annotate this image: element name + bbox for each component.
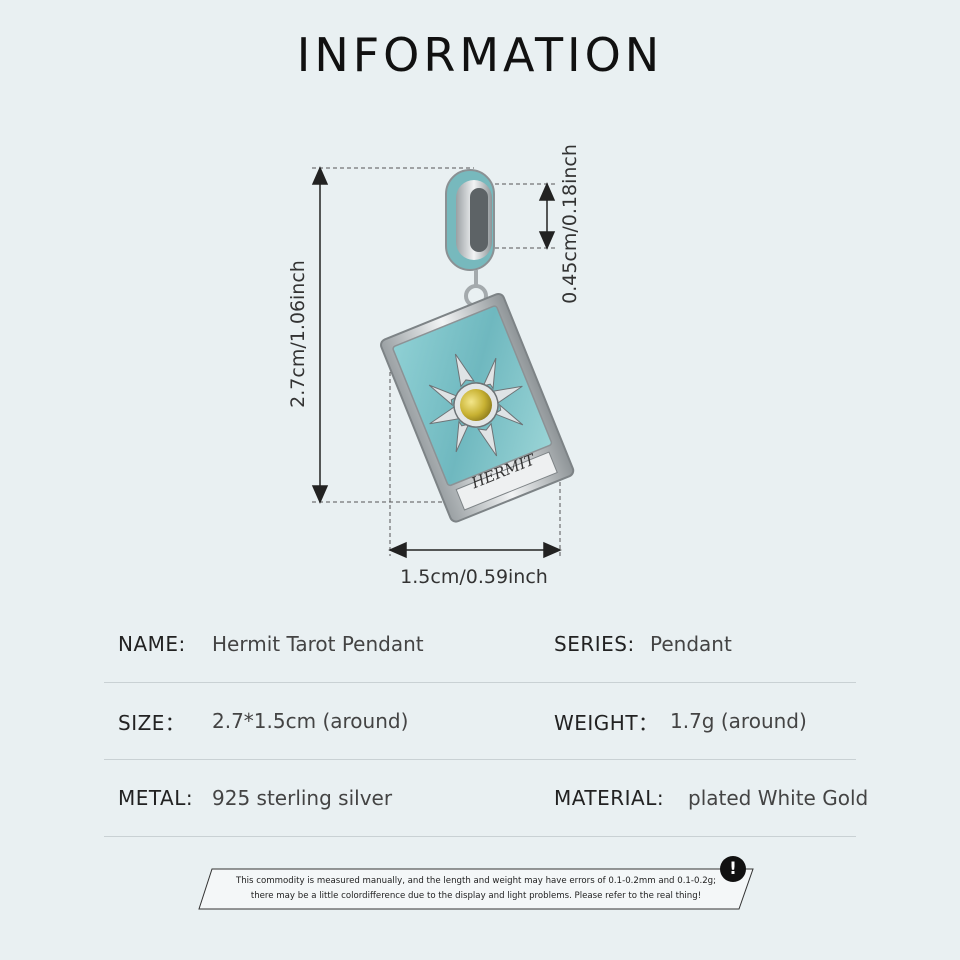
spec-value: Hermit Tarot Pendant	[212, 632, 424, 656]
bail-ring	[445, 169, 495, 271]
product-diagram: HERMIT 2.7cm/1.06inch 0.45cm/0.18inch 1.…	[287, 144, 581, 588]
width-dimension: 1.5cm/0.59inch	[400, 566, 548, 588]
disclaimer-text: This commodity is measured manually, and…	[198, 874, 754, 904]
bail-dimension: 0.45cm/0.18inch	[559, 144, 581, 304]
spec-label: MATERIAL:	[554, 786, 665, 810]
tarot-card	[380, 293, 575, 523]
spec-row-name: NAME: Hermit Tarot Pendant SERIES: Penda…	[104, 606, 856, 683]
spec-row-metal: METAL: 925 sterling silver MATERIAL: pla…	[104, 760, 868, 837]
spec-row-size: SIZE： 2.7*1.5cm (around) WEIGHT： 1.7g (a…	[104, 683, 856, 760]
spec-label: NAME:	[118, 632, 186, 656]
disclaimer-frame	[198, 868, 754, 910]
disclaimer-line-1: This commodity is measured manually, and…	[235, 876, 717, 886]
dimension-drawing: HERMIT	[311, 166, 575, 559]
spec-value: Pendant	[650, 632, 732, 656]
spec-value: 1.7g (around)	[670, 709, 807, 733]
spec-value: plated White Gold	[688, 786, 869, 810]
page-title: INFORMATION	[296, 28, 664, 82]
dimension-arrows	[311, 166, 562, 559]
exclamation-icon: !	[720, 856, 746, 882]
disclaimer-box: This commodity is measured manually, and…	[198, 868, 754, 910]
height-dimension: 2.7cm/1.06inch	[287, 260, 309, 408]
spec-label: SERIES:	[554, 632, 635, 656]
spec-label: METAL:	[118, 786, 194, 810]
spec-value: 2.7*1.5cm (around)	[212, 709, 409, 733]
spec-value: 925 sterling silver	[212, 786, 393, 810]
spec-label: WEIGHT：	[554, 710, 659, 735]
spec-label: SIZE：	[118, 710, 186, 735]
disclaimer-line-2: there may be a little colordifference du…	[250, 891, 702, 901]
